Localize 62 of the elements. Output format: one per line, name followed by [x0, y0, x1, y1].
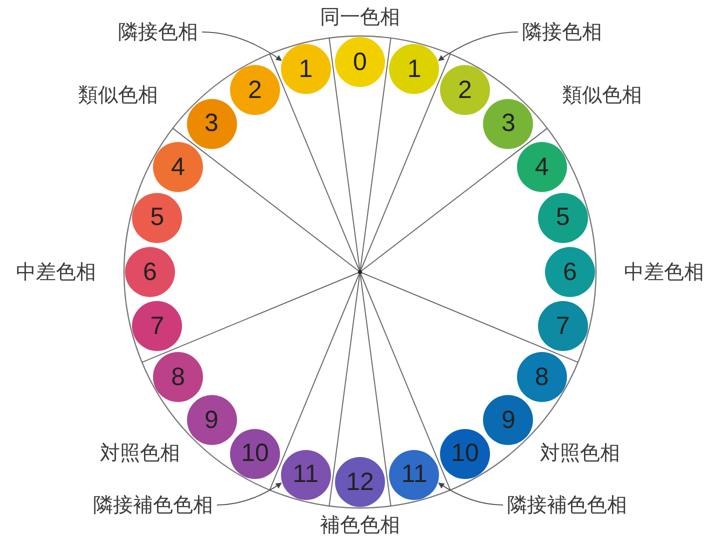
zone-label: 類似色相	[562, 84, 642, 106]
hue-number: 6	[563, 260, 577, 284]
hue-circle	[280, 450, 331, 500]
hue-circle	[230, 428, 280, 479]
hue-number: 1	[298, 56, 313, 82]
hue-circle	[545, 247, 595, 297]
hue-number: 10	[241, 441, 269, 466]
leader-line	[216, 482, 282, 506]
hue-circle	[440, 65, 490, 116]
leader-line	[202, 32, 282, 61]
hue-number: 8	[171, 364, 186, 390]
hue-number: 10	[451, 441, 479, 466]
hue-circle	[335, 457, 385, 507]
zone-label: 中差色相	[624, 260, 704, 284]
hue-number: 9	[204, 408, 218, 433]
hue-number: 4	[171, 154, 186, 180]
hue-circle	[516, 142, 567, 192]
zone-label: 隣接補色色相	[507, 494, 627, 516]
hue-number: 7	[150, 314, 164, 339]
hue-number: 7	[556, 314, 570, 339]
hue-circle	[516, 352, 567, 402]
hue-number: 5	[150, 205, 164, 230]
zone-label: 補色色相	[320, 514, 400, 536]
hue-number: 0	[353, 50, 367, 74]
zone-label: 中差色相	[16, 260, 96, 284]
hue-number: 3	[204, 111, 218, 136]
leader-line	[438, 32, 518, 61]
hue-circle	[153, 142, 204, 192]
hue-number: 3	[502, 111, 516, 136]
zone-label: 類似色相	[78, 84, 158, 106]
zone-label: 同一色相	[320, 6, 400, 28]
hue-number: 12	[346, 470, 374, 494]
hue-circle	[186, 395, 236, 446]
zone-label: 隣接色相	[522, 20, 602, 44]
hue-circle	[440, 428, 490, 479]
hue-number: 5	[556, 205, 570, 230]
hue-circle	[483, 395, 534, 446]
hue-circle	[483, 98, 534, 148]
zone-label: 対照色相	[100, 442, 180, 464]
hue-circle	[153, 352, 204, 402]
zone-label: 対照色相	[540, 442, 620, 464]
zone-label: 隣接色相	[118, 20, 198, 44]
hue-number: 1	[407, 56, 422, 82]
hue-number: 6	[143, 260, 157, 284]
hue-circle	[132, 301, 182, 352]
hue-number: 2	[458, 78, 472, 103]
hue-circle	[125, 247, 175, 297]
hue-circle	[230, 65, 280, 116]
hue-number: 11	[292, 462, 319, 488]
hue-circle	[538, 301, 588, 352]
hue-number: 4	[534, 154, 549, 180]
hue-number: 8	[534, 364, 549, 390]
hue-number: 2	[248, 78, 262, 103]
hue-circle	[186, 98, 236, 148]
zone-label: 隣接補色色相	[93, 494, 213, 516]
hue-number: 11	[401, 462, 428, 488]
hue-circle	[280, 44, 331, 94]
leader-line	[438, 482, 504, 506]
hue-number: 9	[502, 408, 516, 433]
hue-circle	[335, 37, 385, 87]
hue-circle	[389, 44, 440, 94]
hue-circle	[389, 450, 440, 500]
